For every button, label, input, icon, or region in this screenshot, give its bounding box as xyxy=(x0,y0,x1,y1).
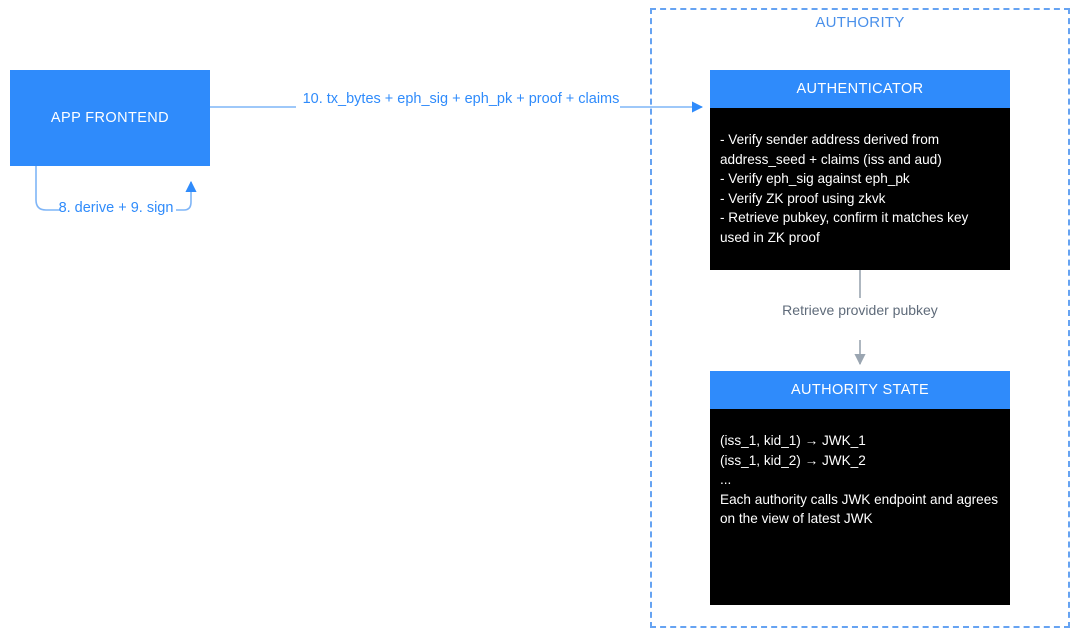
edge-label-frontend-self-loop: 8. derive + 9. sign xyxy=(58,200,174,216)
node-app-frontend[interactable]: APP FRONTEND xyxy=(10,70,210,166)
authority-group-boundary xyxy=(650,8,1070,628)
node-app-frontend-label: APP FRONTEND xyxy=(50,110,170,126)
node-authority-state-header: AUTHORITY STATE xyxy=(710,371,1010,409)
node-authenticator-body: - Verify sender address derived from add… xyxy=(710,108,1010,270)
node-authenticator-header: AUTHENTICATOR xyxy=(710,70,1010,108)
edge-label-retrieve-provider-pubkey: Retrieve provider pubkey xyxy=(782,302,938,318)
edge-label-frontend-to-authenticator: 10. tx_bytes + eph_sig + eph_pk + proof … xyxy=(302,91,620,107)
node-authority-state-body: (iss_1, kid_1) → JWK_1 (iss_1, kid_2) → … xyxy=(710,409,1010,605)
node-authenticator[interactable]: AUTHENTICATOR - Verify sender address de… xyxy=(710,70,1010,270)
authority-group-label: AUTHORITY xyxy=(815,14,905,31)
node-authority-state[interactable]: AUTHORITY STATE (iss_1, kid_1) → JWK_1 (… xyxy=(710,371,1010,605)
